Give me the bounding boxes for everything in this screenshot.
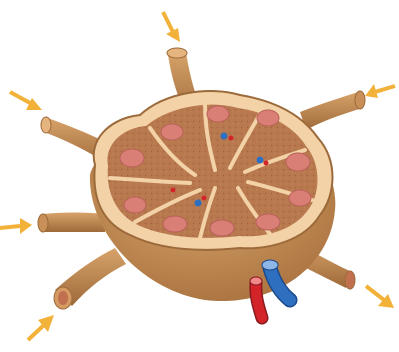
arrow-right <box>365 84 395 98</box>
arrow-top <box>163 12 180 42</box>
vessel-opening-efferent <box>345 271 355 289</box>
vessel-opening-right <box>355 91 365 109</box>
vessel-opening-upper-left <box>41 117 51 133</box>
afferent-vessel-right <box>300 92 362 130</box>
vessel-opening-top <box>167 48 187 58</box>
cross-section <box>94 91 333 250</box>
arrow-efferent <box>366 286 394 308</box>
afferent-vessel-left <box>42 213 105 233</box>
arrow-bottom-left <box>28 315 54 340</box>
arrow-left <box>0 218 32 234</box>
vessel-opening-left <box>38 214 48 232</box>
arrow-upper-left <box>10 92 42 110</box>
